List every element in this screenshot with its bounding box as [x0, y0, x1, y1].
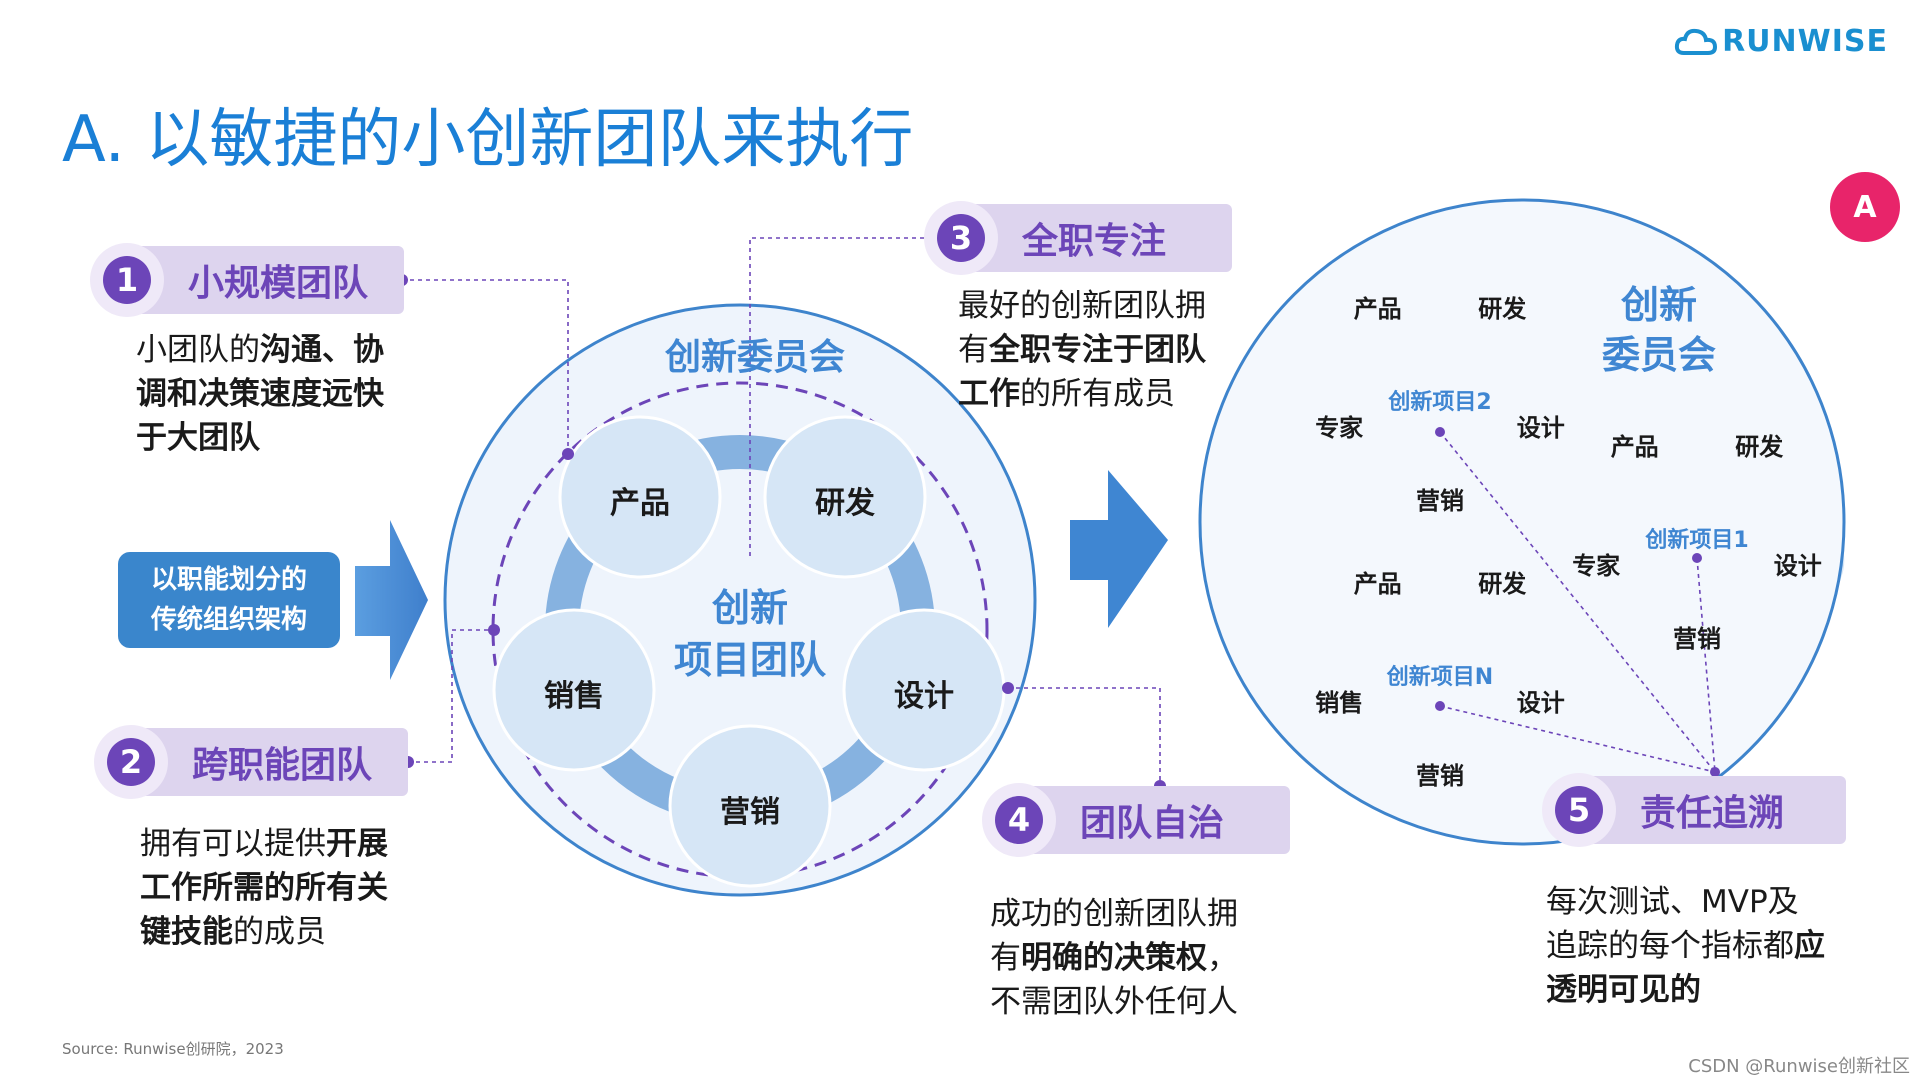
project-role-label: 研发 — [1478, 295, 1527, 324]
point-tag-3: 3 全职专注 — [924, 201, 1232, 275]
project-role-label: 产品 — [1353, 570, 1402, 599]
project-role-label: 营销 — [1416, 762, 1464, 791]
cloud-logo-icon — [1674, 28, 1718, 55]
desc-emphasis: 应透明可见的 — [1546, 928, 1825, 1008]
role-node-label: 销售 — [544, 679, 604, 715]
desc-text: ，不需团队外任何人 — [990, 940, 1238, 1020]
desc-text: 的成员 — [233, 914, 326, 950]
project-team-line2: 项目团队 — [673, 638, 826, 682]
point-label-3: 全职专注 — [1022, 221, 1167, 262]
source-footer: Source: Runwise创研院，2023 — [62, 1040, 284, 1058]
point-label-2: 跨职能团队 — [192, 745, 373, 786]
node-circle — [668, 724, 832, 888]
point-label-4: 团队自治 — [1080, 803, 1225, 844]
project-role-label: 营销 — [1673, 625, 1721, 654]
role-node-label: 研发 — [815, 486, 875, 522]
traditional-line1: 以职能划分的 — [150, 565, 307, 595]
project-role-label: 专家 — [1572, 551, 1621, 580]
desc-text: 最好的创新团队拥有 — [958, 288, 1206, 368]
point-desc-5: 每次测试、MVP及追踪的每个指标都应透明可见的 — [1546, 880, 1826, 1012]
point-desc-3: 最好的创新团队拥有全职专注于团队工作的所有成员 — [958, 284, 1226, 416]
desc-emphasis: 明确的决策权 — [1021, 940, 1207, 976]
role-node-label: 设计 — [894, 679, 954, 715]
point-number-3: 3 — [924, 201, 998, 275]
point-tag-1: 1 小规模团队 — [90, 243, 404, 317]
point-label-1: 小规模团队 — [188, 263, 369, 304]
point-label-5: 责任追溯 — [1640, 793, 1785, 834]
project-role-label: 研发 — [1478, 570, 1527, 599]
point-desc-1: 小团队的沟通、协调和决策速度远快于大团队 — [136, 328, 406, 460]
project-role-label: 产品 — [1353, 295, 1402, 324]
desc-emphasis: 沟通、协调和决策速度远快于大团队 — [136, 332, 384, 456]
right-committee-line1: 创新 — [1620, 283, 1697, 327]
project-name-label: 创新项目2 — [1388, 390, 1492, 416]
project-role-label: 营销 — [1416, 487, 1464, 516]
role-node-label: 产品 — [610, 486, 670, 522]
project-name-label: 创新项目1 — [1645, 528, 1749, 554]
desc-text: 成功的创新团队拥有 — [990, 896, 1238, 976]
point-desc-4: 成功的创新团队拥有明确的决策权，不需团队外任何人 — [990, 892, 1258, 1024]
project-role-label: 研发 — [1735, 433, 1784, 462]
traditional-line2: 传统组织架构 — [150, 605, 307, 635]
desc-text: 拥有可以提供 — [140, 826, 326, 862]
right-committee-circle — [1198, 198, 1846, 846]
page-title: A. 以敏捷的小创新团队来执行 — [62, 103, 914, 177]
node-circle — [558, 415, 722, 579]
project-role-label: 设计 — [1516, 688, 1565, 717]
point-number-4: 4 — [982, 783, 1056, 857]
node-circle — [763, 415, 927, 579]
project-role-label: 专家 — [1315, 413, 1364, 442]
committee-label: 创新委员会 — [664, 337, 845, 378]
logo-text: RUNWISE — [1722, 24, 1888, 59]
point-desc-2: 拥有可以提供开展工作所需的所有关键技能的成员 — [140, 822, 412, 954]
project-role-label: 设计 — [1516, 413, 1565, 442]
project-team-line1: 创新 — [711, 586, 788, 630]
point-tag-4: 4 团队自治 — [982, 783, 1290, 857]
desc-text: 每次测试、MVP及追踪的每个指标都 — [1546, 884, 1799, 964]
runwise-logo: RUNWISE — [1674, 24, 1888, 59]
desc-text: 的所有成员 — [1020, 376, 1175, 412]
right-committee-line2: 委员会 — [1601, 333, 1716, 377]
role-node-label: 营销 — [720, 795, 780, 831]
desc-emphasis: 开展工作所需的所有关键技能 — [140, 826, 388, 950]
arrow-right-middle — [1070, 470, 1168, 628]
project-role-label: 销售 — [1315, 688, 1364, 717]
project-role-label: 设计 — [1773, 551, 1822, 580]
section-badge: A — [1830, 172, 1900, 242]
project-team-label: 创新 项目团队 — [640, 582, 860, 686]
point-number-5: 5 — [1542, 773, 1616, 847]
watermark: CSDN @Runwise创新社区 — [1688, 1056, 1910, 1077]
point-tag-2: 2 跨职能团队 — [94, 725, 408, 799]
arrow-right-left — [355, 520, 428, 680]
traditional-structure-box: 以职能划分的 传统组织架构 — [118, 552, 340, 648]
right-committee-label: 创新 委员会 — [1576, 280, 1742, 380]
desc-text: 小团队的 — [136, 332, 260, 368]
point-tag-5: 5 责任追溯 — [1542, 773, 1846, 847]
node-circle — [492, 608, 656, 772]
desc-emphasis: 全职专注于团队工作 — [958, 332, 1206, 412]
project-role-label: 产品 — [1610, 433, 1659, 462]
project-name-label: 创新项目N — [1386, 665, 1494, 691]
point-number-2: 2 — [94, 725, 168, 799]
point-number-1: 1 — [90, 243, 164, 317]
